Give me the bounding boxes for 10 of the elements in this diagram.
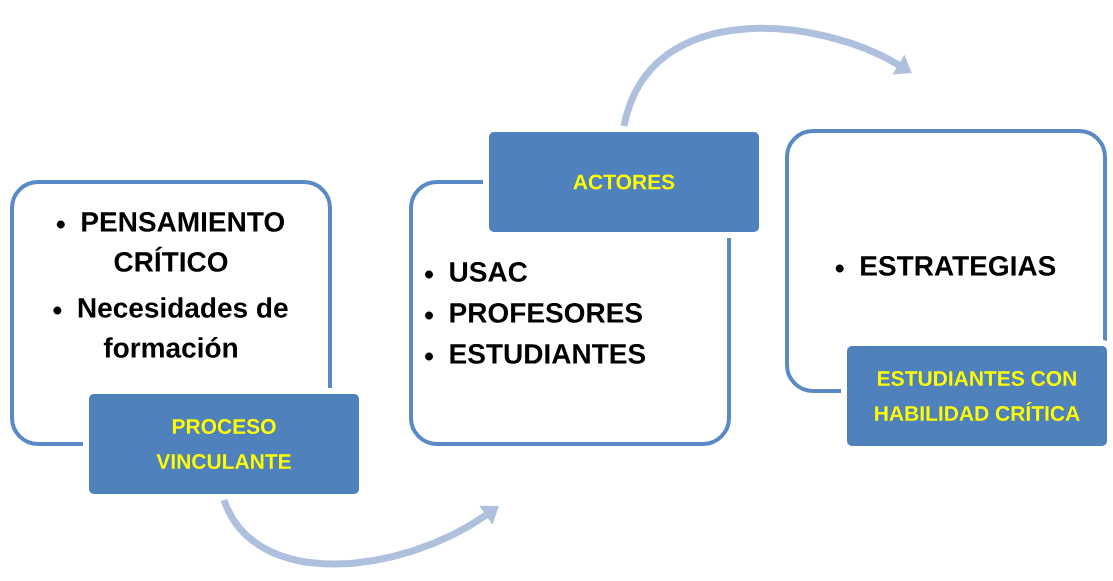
bullet-item: USAC — [425, 262, 528, 282]
bullet-item: Necesidades de formación — [53, 297, 288, 358]
bullet-item: ESTRATEGIAS — [835, 256, 1056, 276]
heading-box: PROCESO VINCULANTE — [83, 388, 365, 500]
bullet-item: PROFESORES — [425, 303, 642, 323]
curved-arrow — [220, 498, 499, 568]
heading-box: ESTUDIANTES CON HABILIDAD CRÍTICA — [841, 340, 1113, 452]
bullet-item: PENSAMIENTO CRÍTICO — [56, 212, 284, 272]
heading-box: ACTORES — [483, 126, 765, 238]
bullet-item: ESTUDIANTES — [425, 344, 646, 364]
